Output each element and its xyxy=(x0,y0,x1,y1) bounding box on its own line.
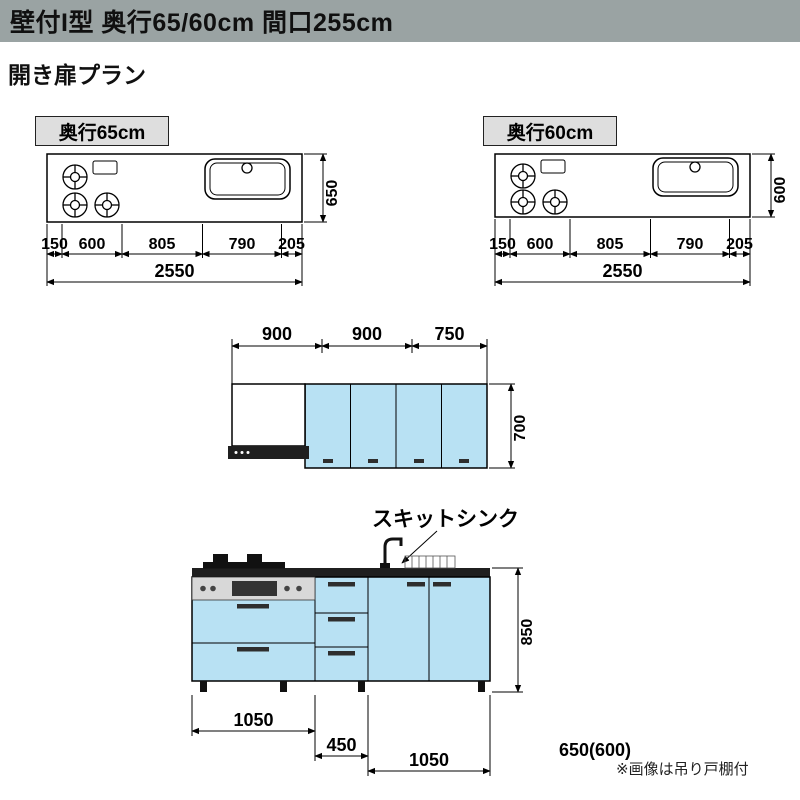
dim-205: 205 xyxy=(278,236,305,253)
dim-700: 700 xyxy=(512,415,529,442)
dims-base-height: 850 xyxy=(492,567,536,693)
base-cabinet-body xyxy=(191,576,491,692)
sink-plan-65 xyxy=(204,158,291,200)
sink-callout-label: スキットシンク xyxy=(372,508,519,531)
dim-1050-right: 1050 xyxy=(409,750,449,770)
dim-total-2550: 2550 xyxy=(602,261,642,281)
dims-plan-60: 600 150 600 805 790 205 2550 xyxy=(489,153,789,286)
dim-805: 805 xyxy=(149,236,176,253)
cooktop-plan-65 xyxy=(62,160,120,218)
dim-150: 150 xyxy=(41,236,68,253)
faucet xyxy=(380,537,403,568)
plan-view-65: 650 150 600 805 790 205 2550 xyxy=(41,153,341,286)
dim-total-2550: 2550 xyxy=(154,261,194,281)
dim-850: 850 xyxy=(519,619,536,646)
dim-205: 205 xyxy=(726,236,753,253)
dim-600: 600 xyxy=(79,236,106,253)
dim-790: 790 xyxy=(229,236,256,253)
base-cabinet-elevation: 850 1050 450 1050 650(600) xyxy=(191,530,631,776)
depth-60-label: 奥行60cm xyxy=(483,116,617,146)
dims-wall-height: 700 xyxy=(489,383,529,469)
dim-1050-left: 1050 xyxy=(233,710,273,730)
cooktop-plan-60 xyxy=(510,159,568,215)
sink-plan-60 xyxy=(652,157,739,197)
plan-view-60: 600 150 600 805 790 205 2550 xyxy=(489,153,789,286)
dish-rack xyxy=(404,555,456,569)
wall-cabinet-doors xyxy=(304,383,488,469)
dim-600: 600 xyxy=(527,236,554,253)
dim-900-a: 900 xyxy=(262,324,292,344)
title-bar: 壁付I型 奥行65/60cm 間口255cm xyxy=(0,0,800,42)
dims-wall-top: 900 900 750 xyxy=(231,324,488,384)
dims-plan-65: 650 150 600 805 790 205 2550 xyxy=(41,153,341,286)
dim-790: 790 xyxy=(677,236,704,253)
dim-805: 805 xyxy=(597,236,624,253)
wall-cabinet-elevation: 900 900 750 xyxy=(228,324,529,469)
sink-leader-line xyxy=(401,530,438,564)
dim-depth-650: 650 xyxy=(324,180,341,207)
dim-450: 450 xyxy=(326,735,356,755)
counter-top xyxy=(192,568,490,577)
dims-base-bottom: 1050 450 1050 650(600) xyxy=(191,695,631,776)
dim-900-b: 900 xyxy=(352,324,382,344)
dim-750: 750 xyxy=(434,324,464,344)
page-title: 壁付I型 奥行65/60cm 間口255cm xyxy=(10,9,394,37)
dim-depth-600: 600 xyxy=(772,177,789,204)
dim-150: 150 xyxy=(489,236,516,253)
dim-depth-650-600: 650(600) xyxy=(559,740,631,760)
range-hood xyxy=(228,383,309,459)
depth-65-label: 奥行65cm xyxy=(35,116,169,146)
plan-subtitle: 開き扉プラン xyxy=(8,62,146,88)
cooktop-elevation xyxy=(203,554,285,569)
footnote: ※画像は吊り戸棚付 xyxy=(616,761,749,778)
